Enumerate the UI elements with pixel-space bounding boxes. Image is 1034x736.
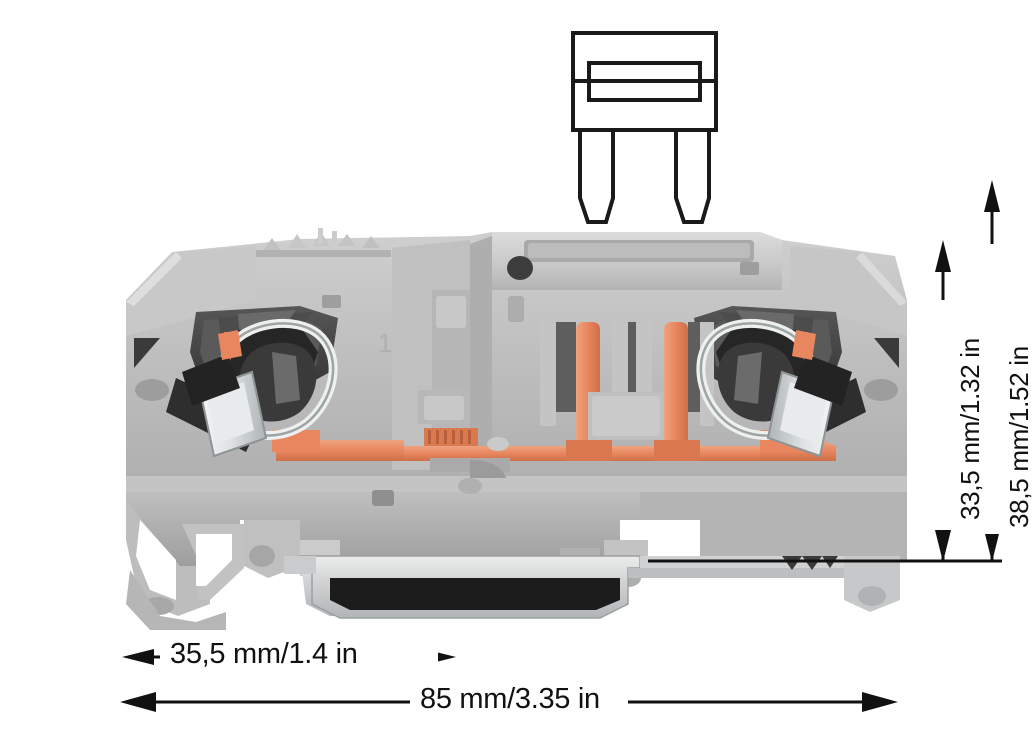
mask-38-5: [972, 244, 1012, 534]
din-rail-channel: [330, 578, 620, 610]
right-clamp-lever: [794, 354, 852, 406]
housing-left-oval-pocket: [135, 379, 169, 401]
housing-foot-right: [640, 492, 907, 562]
housing-right-notch: [874, 338, 899, 368]
housing-pedestal-face: [592, 396, 660, 436]
housing-foot-body: [126, 476, 640, 566]
housing-right-oval-pocket: [864, 379, 898, 401]
housing-right-slope: [790, 246, 907, 336]
housing-left-slope: [126, 246, 256, 336]
din-rail-right-pad: [858, 586, 886, 606]
housing-right-square-pocket: [740, 262, 759, 275]
busbar-riser-right: [664, 322, 688, 440]
housing-left-notch: [134, 338, 160, 368]
housing-left-square-pocket: [322, 295, 341, 308]
housing-mid-wall-shadow: [470, 236, 492, 470]
rib-1: [540, 322, 556, 426]
housing-internal-ribs: [540, 322, 714, 440]
blade-fuse-symbol: [571, 31, 718, 224]
foot-oval-pocket: [458, 478, 482, 494]
dim-label-85: 85 mm/3.35 in: [420, 683, 600, 715]
left-foot-base: [126, 570, 226, 630]
dim-label-33-5: 33,5 mm/1.32 in: [955, 338, 985, 520]
housing-top-ribs: [256, 228, 391, 257]
right-cage-clamp: [696, 318, 852, 458]
fuse-blade-left: [578, 130, 615, 224]
busbar-foot-right: [654, 440, 700, 461]
foot-square-pocket: [372, 490, 394, 506]
rib-gap-1: [556, 322, 576, 412]
foot-curve: [470, 460, 506, 478]
rib-gap-3: [688, 322, 700, 412]
housing-round-hole: [507, 256, 533, 280]
housing-left-edge-hl: [126, 252, 182, 306]
housing-inner-window: [436, 296, 466, 328]
busbar-center-rivet: [487, 437, 509, 451]
busbar-center-contact: [424, 428, 478, 446]
dim-label-38-5: 38,5 mm/1.52 in: [1004, 346, 1034, 528]
mask-35-5: [160, 636, 438, 678]
din-rail-right-web: [628, 568, 900, 578]
mask-33-5: [924, 300, 964, 530]
dimension-text-masks: [160, 244, 1012, 723]
fuse-receptacle-slot-inner: [528, 243, 750, 258]
din-rail-left-flange: [284, 556, 316, 574]
left-copper-contact: [218, 330, 242, 360]
dim-label-35-5: 35,5 mm/1.4 in: [170, 638, 358, 670]
rib-gap-2: [628, 322, 636, 412]
left-cage-clamp: [182, 318, 338, 458]
fuse-blade-right: [674, 130, 711, 224]
din-latch-pivot: [249, 545, 275, 567]
left-contact-block-face: [206, 382, 254, 444]
housing-right-edge-hl: [856, 252, 907, 306]
right-copper-contact: [792, 330, 816, 360]
busbar-foot-left: [566, 440, 612, 461]
housing-slot-vertical: [508, 296, 524, 322]
housing-marking-1: 1: [378, 328, 392, 358]
right-clamp-conductor: [734, 352, 762, 404]
left-foot-arm-void: [196, 534, 232, 586]
din-rail-right-end: [844, 556, 900, 612]
left-clamp-lever: [182, 354, 240, 406]
left-foot-hook-void: [136, 520, 176, 600]
right-contact-block-face: [780, 382, 828, 444]
housing-foot-top-edge: [126, 476, 907, 492]
left-clamp-conductor: [272, 352, 300, 404]
copper-busbar: [222, 322, 836, 461]
mask-85: [410, 681, 628, 723]
din-rail: [284, 555, 900, 619]
housing-clip-face: [424, 396, 464, 420]
